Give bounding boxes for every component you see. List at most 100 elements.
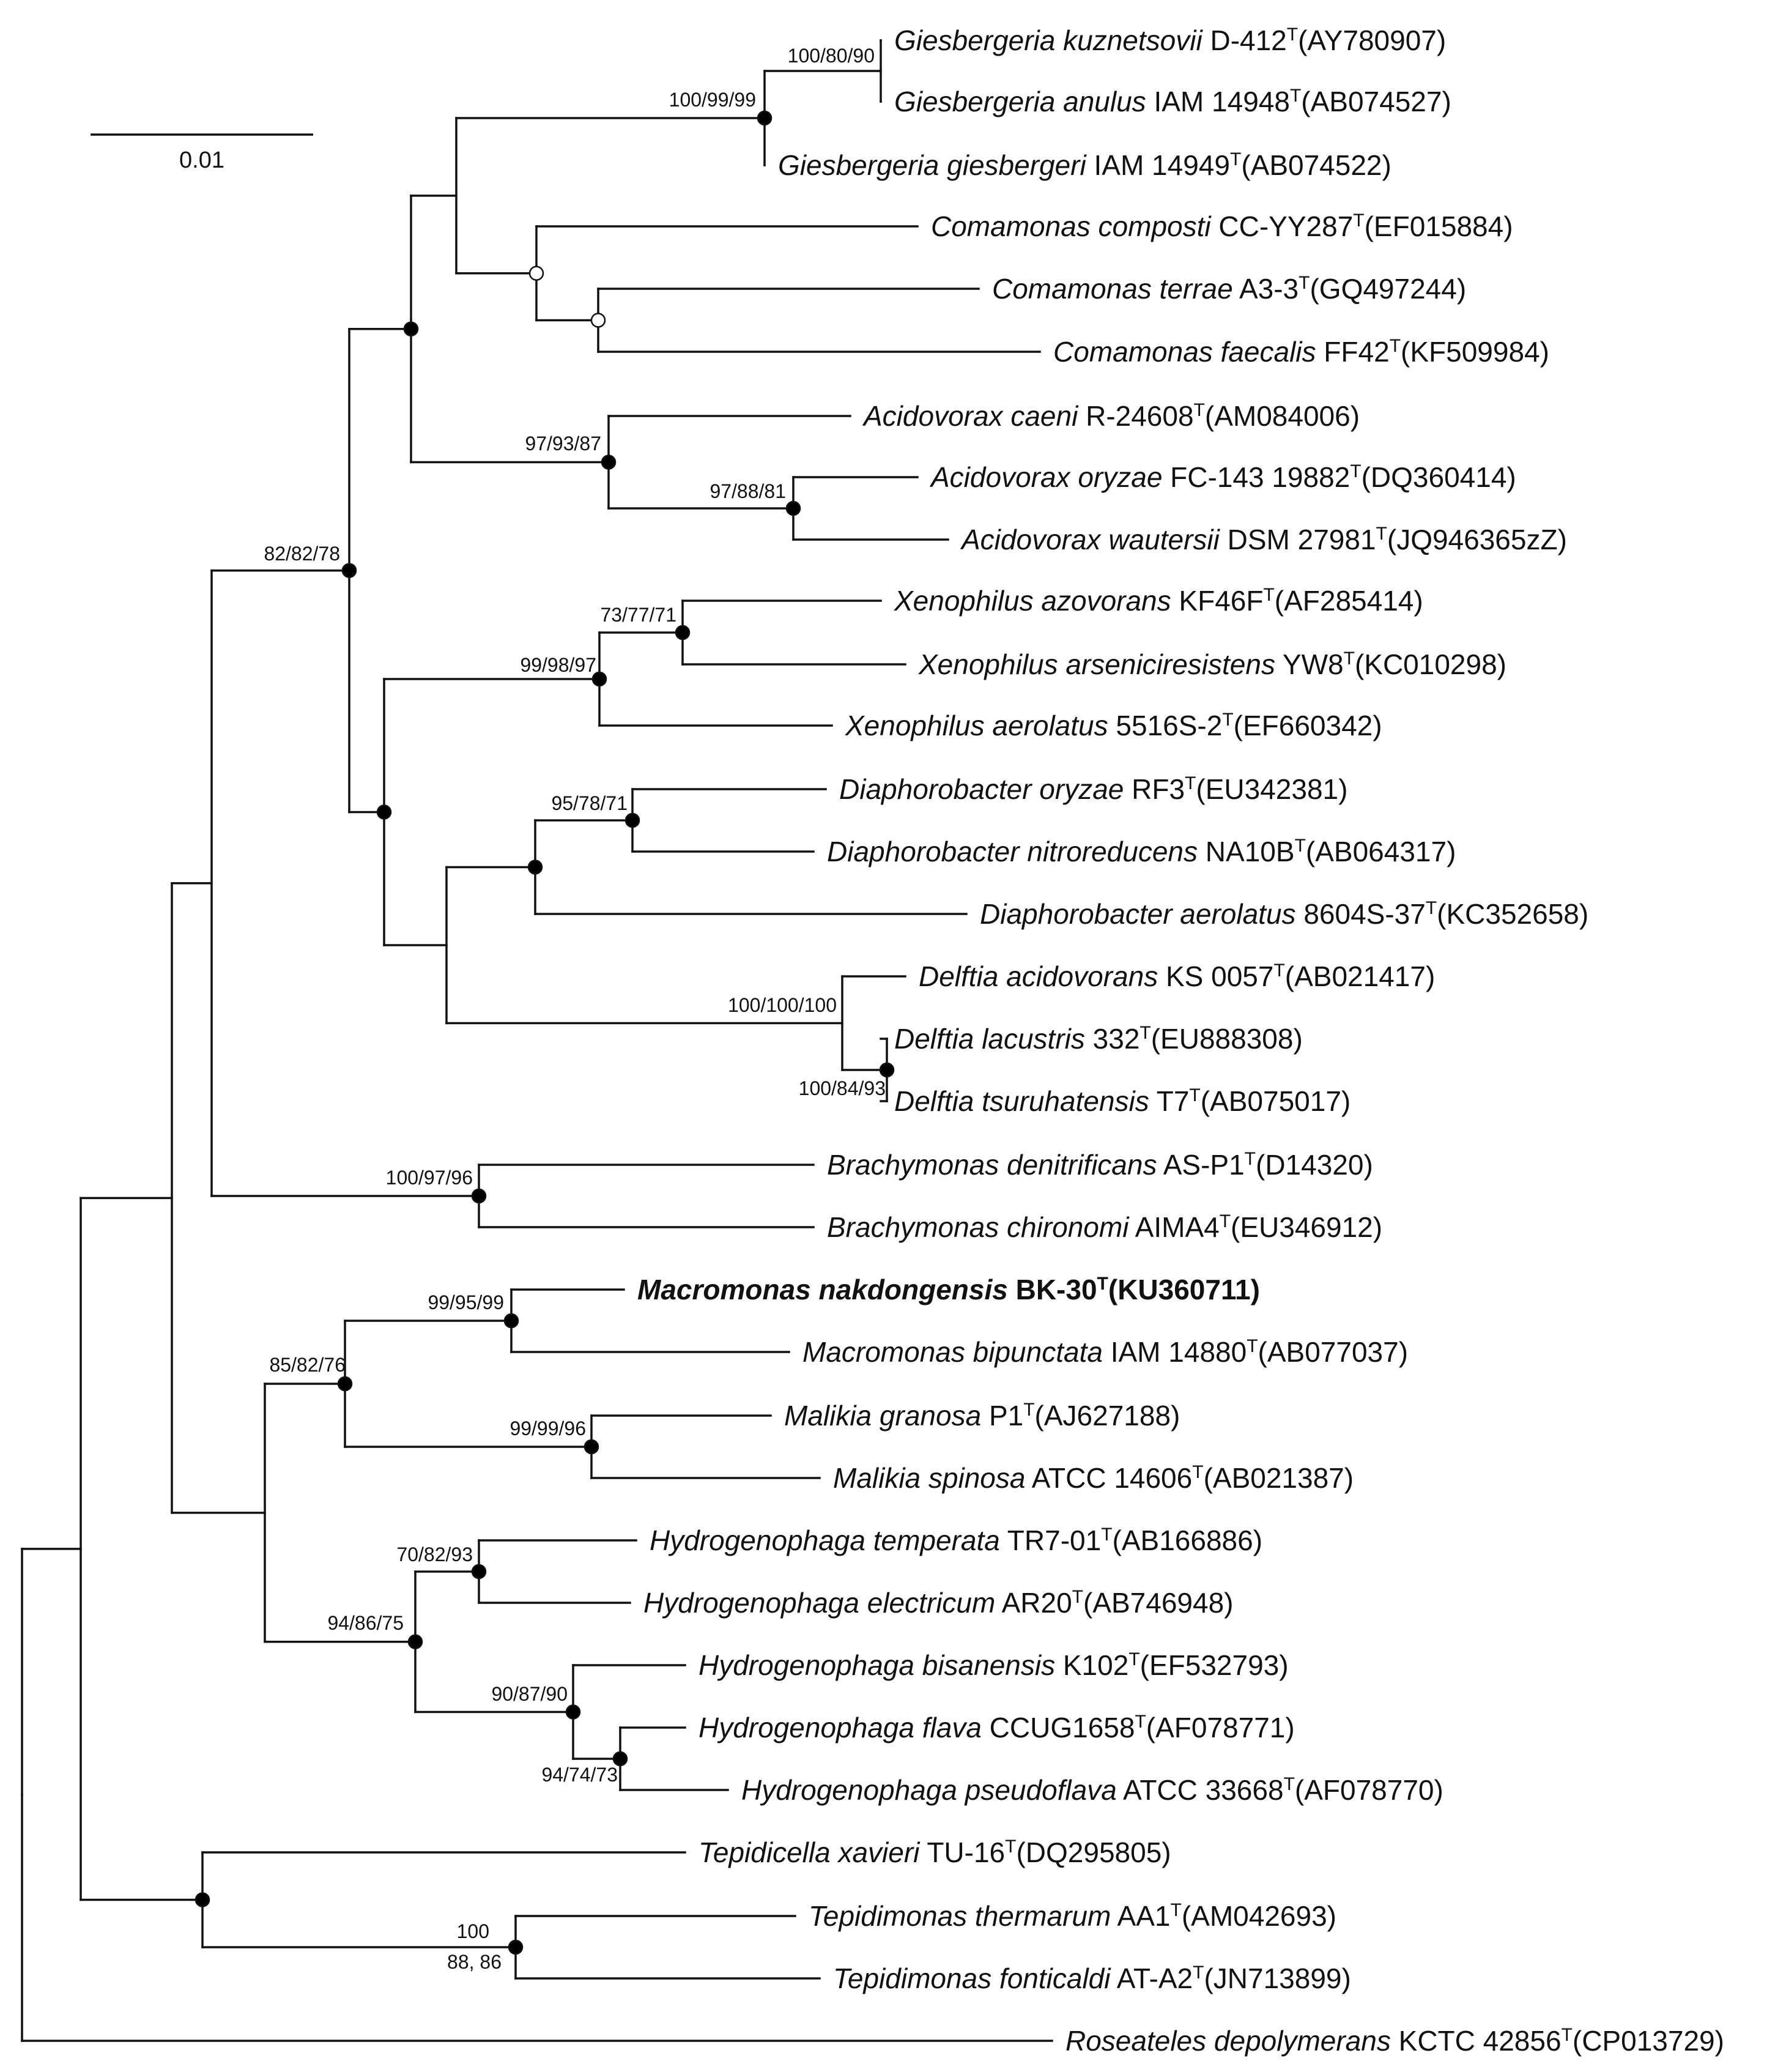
taxon-strain: TU-16 xyxy=(919,1836,1005,1868)
taxon-strain: 8604S-37 xyxy=(1296,898,1426,930)
open-node-marker-C xyxy=(528,265,544,281)
bootstrap-b_mm: 85/82/76 xyxy=(269,1354,346,1376)
type-strain-mark: T xyxy=(1072,1587,1083,1607)
taxon-accession: (AB021417) xyxy=(1285,960,1436,992)
taxon-species-name: Acidovorax oryzae xyxy=(929,461,1162,493)
type-strain-mark: T xyxy=(1194,400,1205,420)
filled-node-marker-M xyxy=(503,1313,519,1329)
taxon-accession: (AB074522) xyxy=(1241,149,1391,181)
type-strain-mark: T xyxy=(1128,1649,1139,1669)
bootstrap-b_tepi2: 88, 86 xyxy=(447,1951,502,1973)
taxon-label-aory: Acidovorax oryzae FC-143 19882T(DQ360414… xyxy=(929,461,1516,494)
bootstrap-b_hydro: 94/86/75 xyxy=(327,1612,404,1634)
scale-bar: 0.01 xyxy=(91,133,313,173)
taxon-accession: (AY780907) xyxy=(1298,24,1446,56)
filled-node-marker-GCA xyxy=(403,321,419,336)
taxon-label-gkuz: Giesbergeria kuznetsovii D-412T(AY780907… xyxy=(894,24,1446,57)
taxon-label-htem: Hydrogenophaga temperata TR7-01T(AB16688… xyxy=(650,1524,1262,1557)
taxon-strain: TR7-01 xyxy=(1000,1524,1101,1556)
taxon-species-name: Macromonas bipunctata xyxy=(802,1336,1103,1368)
taxon-label-rdep: Roseateles depolymerans KCTC 42856T(CP01… xyxy=(1065,2025,1724,2057)
type-strain-mark: T xyxy=(1005,1836,1016,1857)
taxon-strain: 5516S-2 xyxy=(1108,710,1223,741)
taxon-species-name: Xenophilus azovorans xyxy=(894,585,1171,617)
taxon-accession: (AJ627188) xyxy=(1035,1400,1180,1431)
taxon-accession: (JN713899) xyxy=(1204,1962,1351,1994)
taxon-accession: (D14320) xyxy=(1256,1149,1373,1181)
type-strain-mark: T xyxy=(1097,1274,1108,1294)
taxon-strain: AR20 xyxy=(995,1587,1072,1619)
taxon-accession: (KU360711) xyxy=(1108,1274,1260,1305)
type-strain-mark: T xyxy=(1426,898,1437,918)
taxon-species-name: Hydrogenophaga bisanensis xyxy=(698,1649,1055,1681)
taxon-label-dory: Diaphorobacter oryzae RF3T(EU342381) xyxy=(839,773,1347,806)
bootstrap-b_dory: 95/78/71 xyxy=(551,792,628,814)
type-strain-mark: T xyxy=(1290,86,1301,106)
taxon-accession: (EF532793) xyxy=(1140,1649,1289,1681)
taxon-accession: (EU342381) xyxy=(1196,773,1347,805)
taxon-species-name: Comamonas composti xyxy=(931,210,1212,242)
taxon-strain: ATCC 14606 xyxy=(1025,1462,1192,1494)
taxon-label-xars: Xenophilus arseniciresistens YW8T(KC0102… xyxy=(918,648,1506,681)
taxon-strain: IAM 14948 xyxy=(1146,86,1290,117)
taxon-strain: AIMA4 xyxy=(1128,1211,1219,1243)
taxon-label-hfla: Hydrogenophaga flava CCUG1658T(AF078771) xyxy=(698,1712,1295,1744)
bootstrap-b_upper: 82/82/78 xyxy=(264,543,340,565)
taxon-strain: A3-3 xyxy=(1233,273,1299,305)
type-strain-mark: T xyxy=(1344,648,1355,669)
taxon-accession: (EU888308) xyxy=(1151,1023,1303,1055)
taxon-strain: P1 xyxy=(981,1400,1023,1431)
taxon-accession: (AM042693) xyxy=(1182,1900,1336,1932)
bootstrap-b_gkuz: 100/80/90 xyxy=(788,45,875,67)
taxon-label-ggie: Giesbergeria giesbergeri IAM 14949T(AB07… xyxy=(778,149,1391,182)
type-strain-mark: T xyxy=(1189,1085,1200,1105)
taxon-strain: AS-P1 xyxy=(1157,1149,1244,1181)
filled-node-marker-D1 xyxy=(624,812,640,828)
filled-node-marker-H3 xyxy=(612,1751,628,1767)
taxon-species-name: Diaphorobacter nitroreducens xyxy=(827,836,1198,867)
taxon-strain: IAM 14949 xyxy=(1086,149,1230,181)
type-strain-mark: T xyxy=(1263,585,1274,605)
taxon-strain: DSM 27981 xyxy=(1220,524,1376,555)
taxon-species-name: Xenophilus aerolatus xyxy=(845,710,1108,741)
taxon-species-name: Tepidicella xavieri xyxy=(698,1836,921,1868)
taxon-strain: D-412 xyxy=(1202,24,1287,56)
scale-bar-label: 0.01 xyxy=(179,147,224,173)
taxon-accession: (AB021387) xyxy=(1204,1462,1354,1494)
taxon-strain: IAM 14880 xyxy=(1103,1336,1247,1368)
taxon-label-mspi: Malikia spinosa ATCC 14606T(AB021387) xyxy=(833,1462,1354,1495)
type-strain-mark: T xyxy=(1247,1336,1258,1356)
filled-node-marker-D xyxy=(527,860,543,875)
taxon-label-hpse: Hydrogenophaga pseudoflava ATCC 33668T(A… xyxy=(741,1774,1443,1807)
type-strain-mark: T xyxy=(1562,2025,1573,2045)
taxon-species-name: Tepidimonas fonticaldi xyxy=(833,1962,1111,1994)
taxon-species-name: Roseateles depolymerans xyxy=(1065,2025,1391,2057)
taxon-label-ccomp: Comamonas composti CC-YY287T(EF015884) xyxy=(931,210,1513,243)
taxon-label-gan: Giesbergeria anulus IAM 14948T(AB074527) xyxy=(894,86,1451,118)
taxon-species-name: Malikia granosa xyxy=(784,1400,981,1431)
taxon-strain: KF46F xyxy=(1171,585,1264,617)
taxon-species-name: Malikia spinosa xyxy=(833,1462,1025,1494)
taxon-species-name: Tepidimonas thermarum xyxy=(809,1900,1111,1932)
filled-node-marker-A2 xyxy=(785,500,801,516)
taxon-label-bden: Brachymonas denitrificans AS-P1T(D14320) xyxy=(827,1149,1373,1181)
taxon-accession: (AB746948) xyxy=(1083,1587,1234,1619)
taxon-accession: (DQ360414) xyxy=(1362,461,1516,493)
filled-node-marker-H1 xyxy=(471,1564,487,1580)
bootstrap-b_hfla: 94/74/73 xyxy=(541,1764,618,1786)
filled-node-marker-X xyxy=(591,671,607,687)
taxon-species-name: Comamonas terrae xyxy=(992,273,1233,305)
taxon-species-name: Brachymonas chironomi xyxy=(827,1211,1130,1243)
taxon-accession: (AB075017) xyxy=(1201,1085,1351,1117)
filled-node-marker-XD xyxy=(376,804,392,820)
taxon-species-name: Diaphorobacter oryzae xyxy=(839,773,1124,805)
tree-branches xyxy=(21,39,1053,2042)
taxon-strain: RF3 xyxy=(1124,773,1185,805)
taxon-accession: (DQ295805) xyxy=(1016,1836,1171,1868)
tree-nodes xyxy=(195,110,895,1955)
taxon-strain: AT-A2 xyxy=(1110,1962,1193,1994)
bootstrap-b_aory: 97/88/81 xyxy=(710,480,786,502)
taxon-strain: ATCC 33668 xyxy=(1117,1774,1284,1806)
taxon-accession: (EF660342) xyxy=(1234,710,1382,741)
taxon-strain: CCUG1658 xyxy=(982,1712,1135,1743)
